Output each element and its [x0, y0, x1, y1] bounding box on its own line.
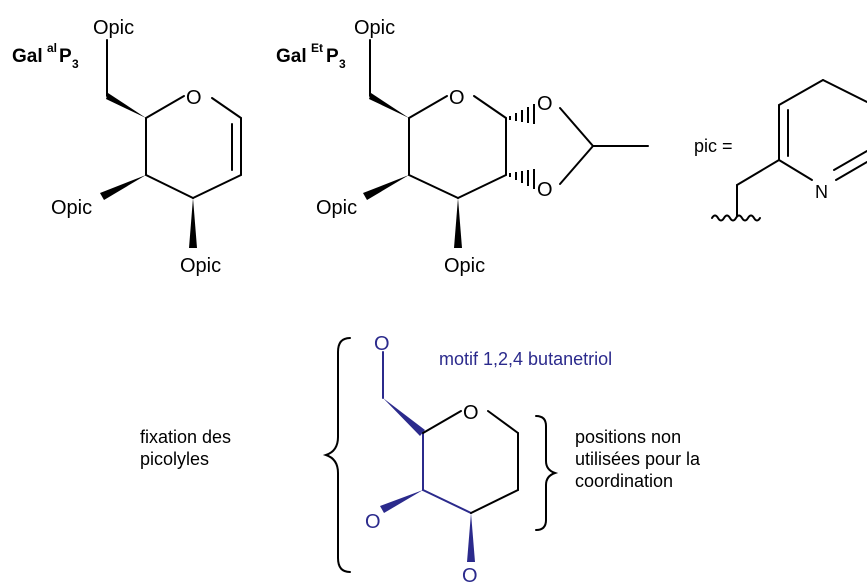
pyridine-nitrogen: N	[815, 182, 828, 202]
motif-label: motif 1,2,4 butanetriol	[439, 349, 612, 369]
fixation-label-line1: fixation des	[140, 427, 231, 447]
galet-ring-oxygen: O	[449, 87, 465, 109]
positions-label-line2: utilisées pour la	[575, 449, 701, 469]
pic-definition-label: pic =	[694, 136, 733, 156]
svg-text:3: 3	[72, 57, 79, 71]
positions-label-line3: coordination	[575, 471, 673, 491]
svg-text:Gal: Gal	[276, 46, 307, 67]
picolyl-structure	[711, 79, 867, 222]
galet-opic-4: Opic	[316, 197, 357, 219]
galal-ring-oxygen: O	[186, 87, 202, 109]
motif-ring-oxygen: O	[463, 402, 479, 424]
galal-opic-3: Opic	[180, 255, 221, 277]
svg-text:3: 3	[339, 57, 346, 71]
motif-oxygen-1: O	[374, 333, 390, 355]
left-brace	[322, 337, 351, 573]
right-brace	[535, 415, 559, 531]
galal-opic-6: Opic	[93, 17, 134, 39]
galet-dioxolane-o1: O	[537, 93, 553, 115]
butanetriol-motif-structure	[380, 351, 519, 562]
svg-text:al: al	[47, 41, 57, 55]
positions-label-line1: positions non	[575, 427, 681, 447]
galet-opic-3: Opic	[444, 255, 485, 277]
motif-oxygen-2: O	[365, 511, 381, 533]
svg-text:Et: Et	[311, 41, 323, 55]
svg-text:P: P	[59, 46, 72, 67]
galet-dioxolane-o2: O	[537, 179, 553, 201]
svg-text:Gal: Gal	[12, 46, 43, 67]
fixation-label-line2: picolyles	[140, 449, 209, 469]
svg-text:P: P	[326, 46, 339, 67]
galet-structure	[363, 39, 649, 248]
galet-opic-6: Opic	[354, 17, 395, 39]
motif-oxygen-4: O	[462, 565, 478, 585]
galal-opic-4: Opic	[51, 197, 92, 219]
galal-structure	[100, 39, 242, 248]
galal-label: Gal al P 3	[12, 41, 79, 71]
galet-label: Gal Et P 3	[276, 41, 346, 71]
